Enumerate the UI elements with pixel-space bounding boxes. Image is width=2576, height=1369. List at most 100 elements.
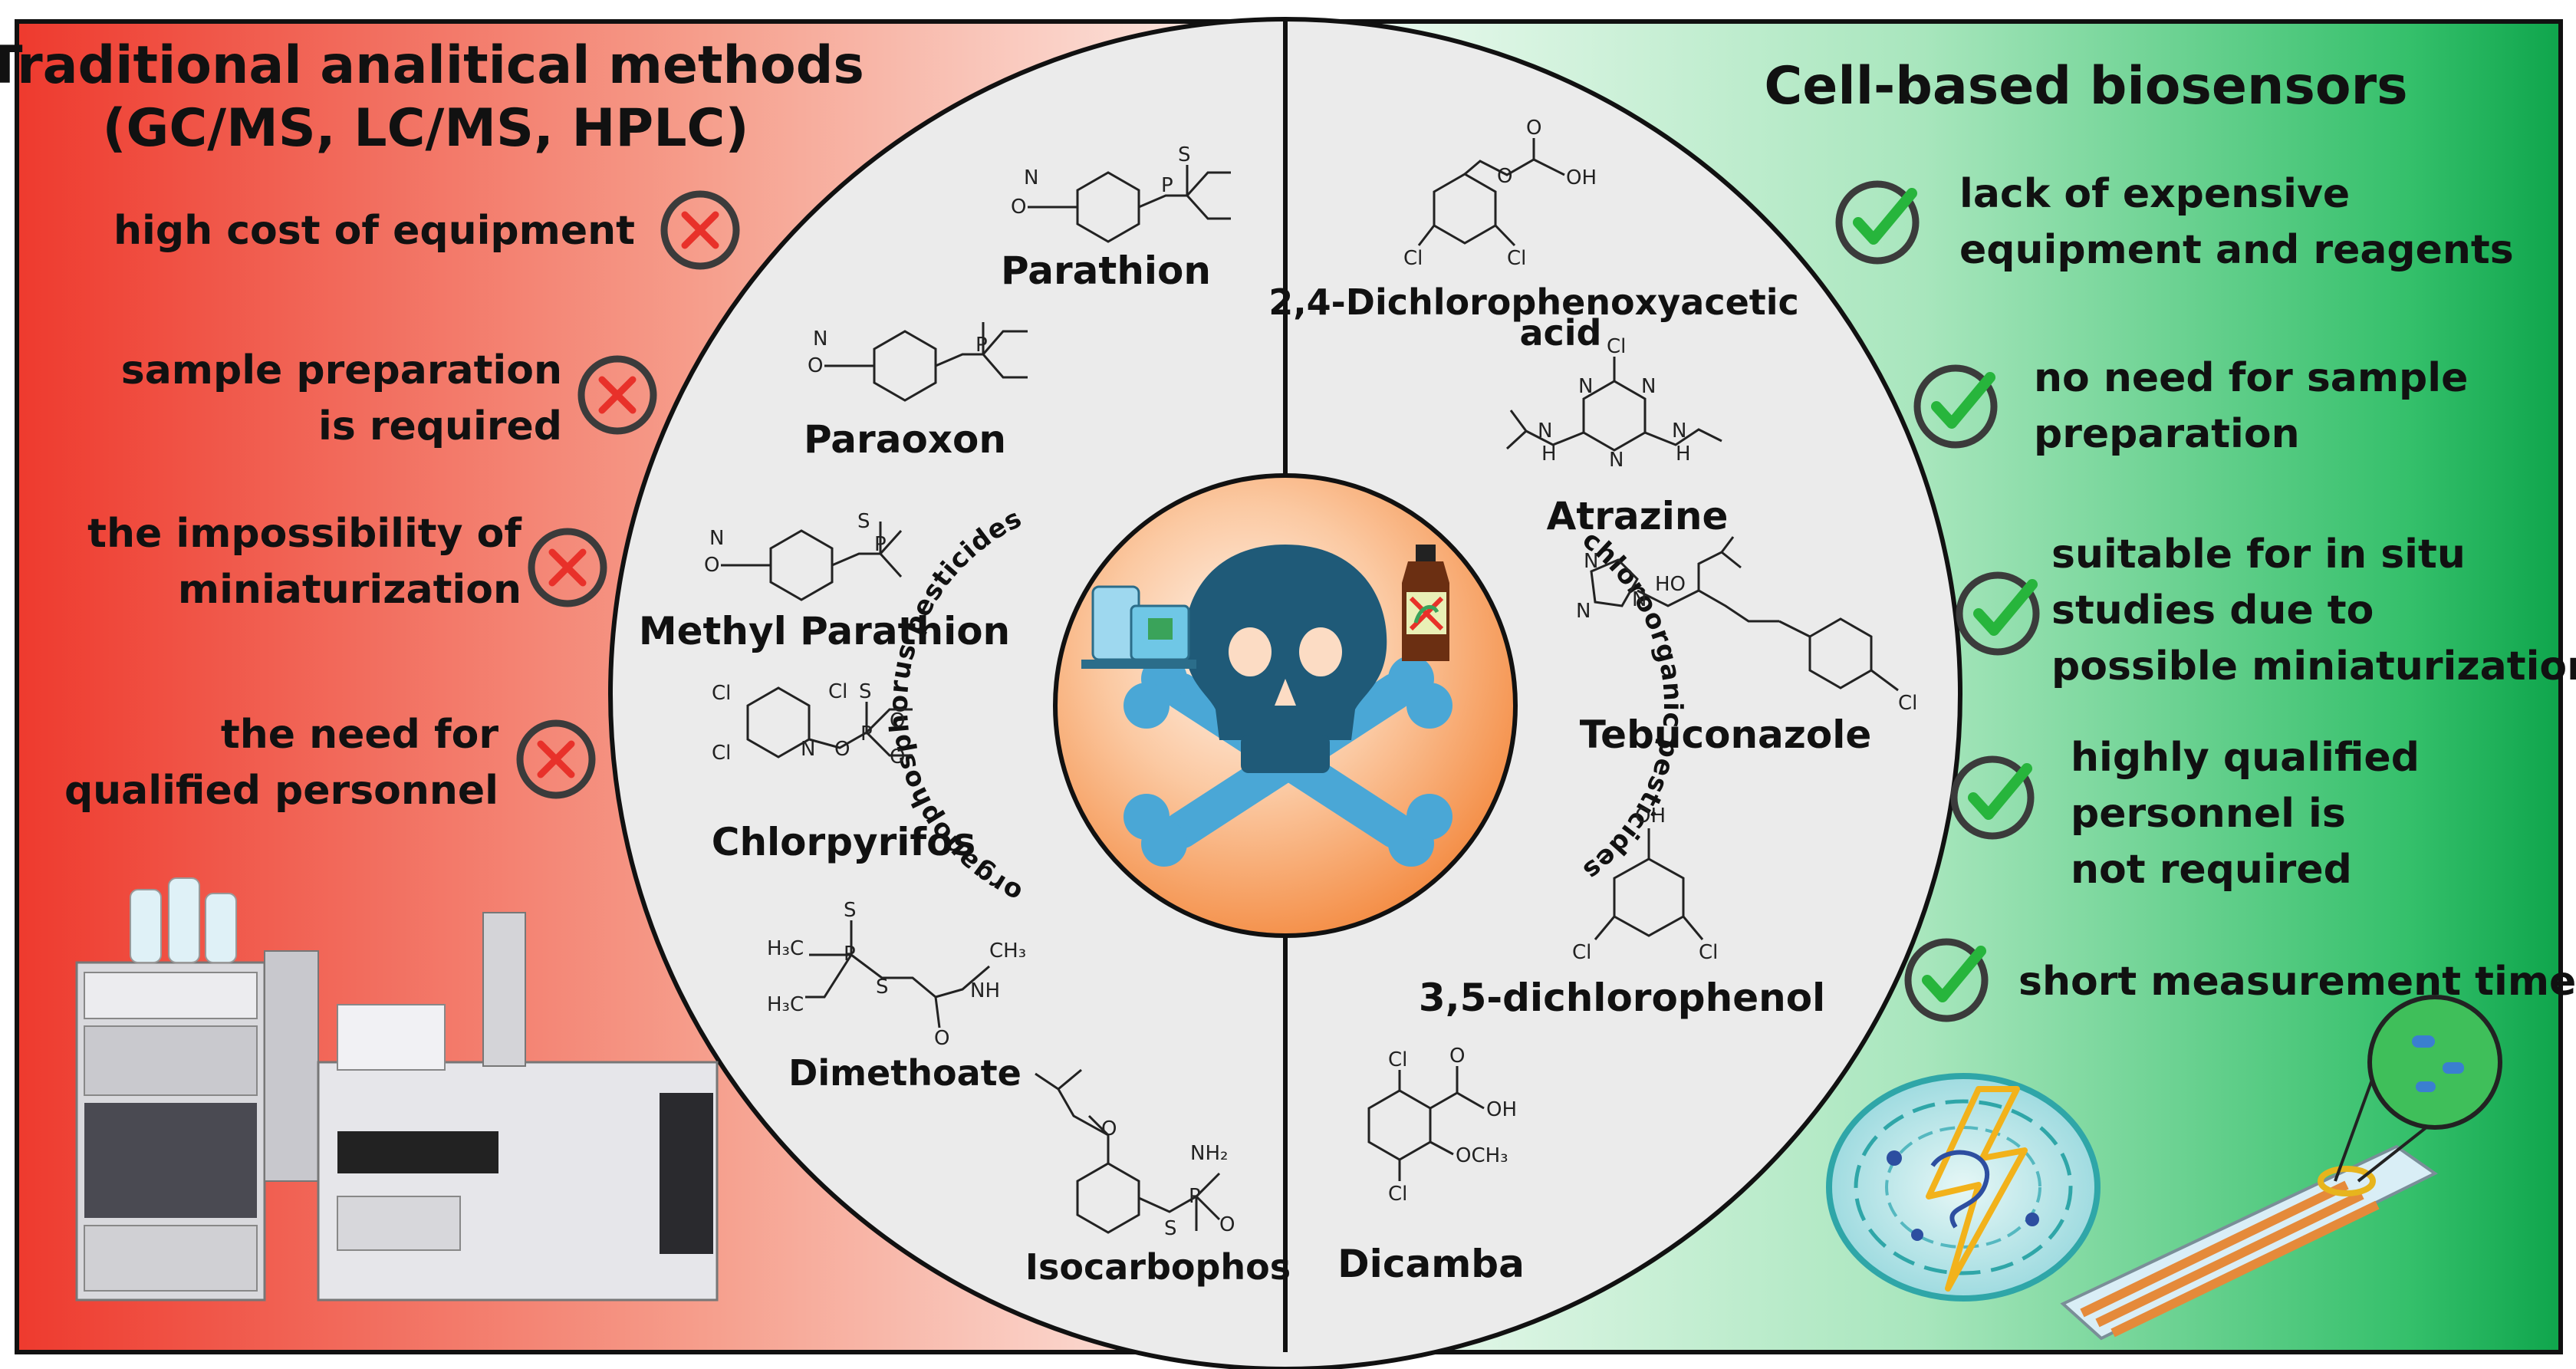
svg-text:N: N xyxy=(1024,166,1038,189)
drawback-text: high cost of equipment xyxy=(114,208,635,254)
drawback-text: sample preparation xyxy=(121,347,562,393)
advantage-text: possible miniaturization xyxy=(2051,643,2576,689)
svg-text:OCH₃: OCH₃ xyxy=(1456,1144,1508,1167)
svg-text:NH: NH xyxy=(970,979,1000,1002)
svg-text:H₃C: H₃C xyxy=(767,937,804,960)
drawback-item: high cost of equipment xyxy=(114,190,740,270)
check-icon xyxy=(1950,755,2035,840)
svg-text:OH: OH xyxy=(1486,1098,1517,1121)
compound-name-atrazine: Atrazine xyxy=(1547,494,1729,538)
advantage-text: highly qualified xyxy=(2071,735,2420,781)
drawback-item: the impossibility of miniaturization xyxy=(87,511,607,613)
advantage-text: suitable for in situ xyxy=(2051,531,2466,578)
compound-name-tebuconazole: Tebuconazole xyxy=(1580,712,1872,757)
compound-name-dichlorophenol: 3,5-dichlorophenol xyxy=(1419,976,1825,1020)
svg-text:O: O xyxy=(1011,196,1026,219)
check-icon xyxy=(1904,938,1989,1022)
svg-text:O: O xyxy=(834,738,850,761)
left-title-line1: Traditional analitical methods xyxy=(0,35,864,96)
svg-text:OH: OH xyxy=(1566,166,1597,189)
svg-text:Cl: Cl xyxy=(712,742,731,765)
advantage-text: studies due to xyxy=(2051,587,2374,633)
hplc-instrument-illustration xyxy=(75,877,719,1302)
drawback-text: is required xyxy=(318,403,562,449)
svg-text:N: N xyxy=(709,527,724,550)
svg-text:O: O xyxy=(934,1027,949,1050)
svg-text:S: S xyxy=(1164,1217,1177,1240)
svg-text:P: P xyxy=(1161,174,1173,197)
drawback-text: the impossibility of xyxy=(87,511,522,557)
svg-text:O: O xyxy=(1526,117,1541,140)
cell-illustration xyxy=(1826,1073,2101,1302)
check-icon xyxy=(1913,364,1998,449)
advantage-item: suitable for in situ studies due to poss… xyxy=(1956,531,2576,689)
svg-text:N: N xyxy=(801,738,815,761)
svg-text:CH₃: CH₃ xyxy=(989,940,1026,963)
svg-text:N: N xyxy=(1609,449,1624,472)
advantage-text: not required xyxy=(2071,847,2352,893)
left-title-line2: (GC/MS, LC/MS, HPLC) xyxy=(102,98,748,159)
svg-text:N: N xyxy=(1584,550,1598,573)
svg-text:O: O xyxy=(890,745,905,768)
svg-text:H: H xyxy=(1541,443,1557,466)
svg-text:NH₂: NH₂ xyxy=(1190,1142,1228,1165)
svg-text:S: S xyxy=(857,510,870,533)
svg-text:O: O xyxy=(890,709,905,732)
svg-text:S: S xyxy=(1178,143,1191,166)
drawback-text: qualified personnel xyxy=(64,768,498,814)
svg-text:Cl: Cl xyxy=(1607,335,1626,358)
advantage-text: short measurement time xyxy=(2018,959,2576,1005)
cross-icon xyxy=(516,719,596,799)
svg-text:Cl: Cl xyxy=(828,680,847,703)
svg-text:P: P xyxy=(860,722,873,745)
svg-text:N: N xyxy=(813,327,827,350)
advantage-text: personnel is xyxy=(2071,791,2346,837)
pesticide-bottle-icon xyxy=(1402,545,1449,661)
svg-text:P: P xyxy=(975,334,988,357)
compound-name-dicamba: Dicamba xyxy=(1337,1242,1525,1286)
advantage-item: short measurement time xyxy=(1904,938,2576,1022)
svg-text:O: O xyxy=(808,354,823,377)
methyl-parathion-ring xyxy=(769,529,834,601)
drawback-item: sample preparation is required xyxy=(121,347,657,449)
compound-name-chlorpyrifos: Chlorpyrifos xyxy=(712,820,975,864)
check-icon xyxy=(1835,180,1920,265)
drawback-item: the need for qualified personnel xyxy=(64,712,596,814)
svg-text:N: N xyxy=(1641,375,1656,398)
drawback-text: miniaturization xyxy=(178,567,521,613)
compound-name-2-4-d: 2,4-Dichlorophenoxyacetic xyxy=(1268,281,1799,323)
svg-text:Cl: Cl xyxy=(712,682,731,705)
compound-name-2-4-d-line2: acid xyxy=(1519,312,1601,354)
svg-text:S: S xyxy=(876,976,889,999)
parathion-ring xyxy=(1076,171,1140,243)
svg-text:Cl: Cl xyxy=(1388,1183,1407,1206)
svg-text:N: N xyxy=(1632,588,1647,611)
svg-text:S: S xyxy=(859,680,872,703)
svg-text:Cl: Cl xyxy=(1699,941,1718,964)
svg-text:O: O xyxy=(1497,165,1512,188)
advantage-item: highly qualified personnel is not requir… xyxy=(1950,735,2420,893)
advantage-text: preparation xyxy=(2034,411,2300,457)
svg-text:P: P xyxy=(1189,1185,1201,1208)
svg-text:HO: HO xyxy=(1655,573,1686,596)
cross-icon xyxy=(577,355,657,435)
advantage-text: no need for sample xyxy=(2034,355,2468,401)
svg-text:Cl: Cl xyxy=(1572,941,1591,964)
compound-name-paraoxon: Paraoxon xyxy=(804,417,1006,462)
advantage-item: no need for sample preparation xyxy=(1913,355,2468,457)
lab-equipment-icon xyxy=(1081,585,1196,669)
dimethoate-skeleton xyxy=(805,920,990,1028)
svg-text:N: N xyxy=(1576,600,1591,623)
svg-text:OH: OH xyxy=(1635,805,1666,828)
svg-text:H: H xyxy=(1676,443,1691,466)
advantage-text: equipment and reagents xyxy=(1959,227,2514,273)
svg-text:S: S xyxy=(844,899,857,922)
cross-icon xyxy=(660,190,740,270)
advantage-text: lack of expensive xyxy=(1959,171,2350,217)
drawback-text: the need for xyxy=(221,712,498,758)
svg-text:O: O xyxy=(1219,1213,1235,1236)
svg-text:O: O xyxy=(1101,1117,1117,1140)
svg-text:P: P xyxy=(844,943,856,966)
right-title: Cell-based biosensors xyxy=(1764,56,2407,117)
svg-text:N: N xyxy=(1538,420,1552,443)
